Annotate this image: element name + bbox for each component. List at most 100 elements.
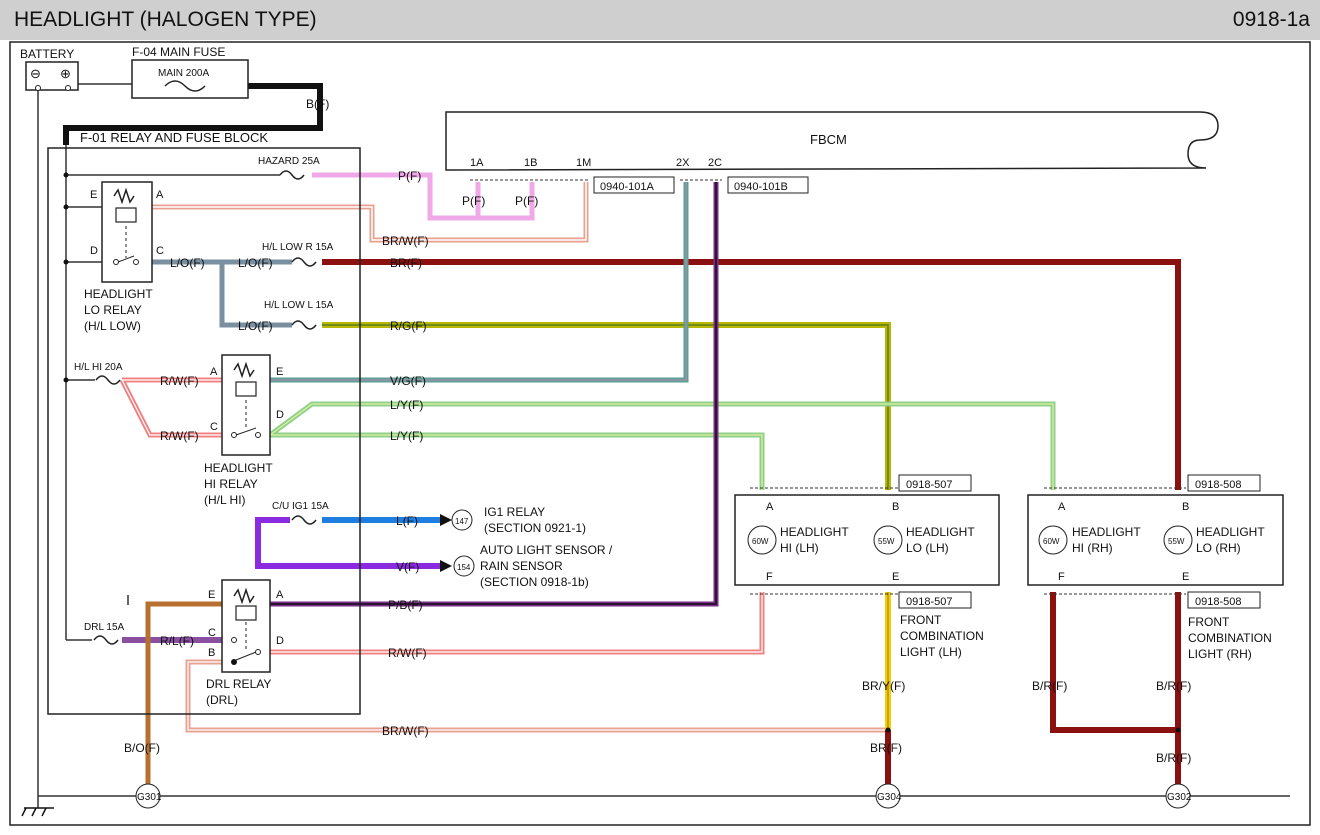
svg-text:HEADLIGHT: HEADLIGHT (1196, 525, 1265, 539)
svg-text:(DRL): (DRL) (206, 693, 238, 707)
svg-text:0918-508: 0918-508 (1195, 479, 1242, 491)
svg-text:L/O(F): L/O(F) (170, 256, 205, 270)
fbcm-module: FBCM 1A 1B 1M 2X 2C 0940-101A 0940-101B (445, 111, 1219, 194)
svg-text:R/W(F): R/W(F) (160, 374, 199, 388)
svg-text:P(F): P(F) (462, 194, 485, 208)
svg-text:147: 147 (455, 517, 469, 526)
svg-text:C: C (208, 627, 216, 639)
wire-br-w-f (152, 182, 589, 243)
svg-text:B: B (208, 647, 215, 659)
svg-text:L/O(F): L/O(F) (238, 319, 273, 333)
svg-text:55W: 55W (1168, 537, 1185, 546)
relay-drl: E A C B D DRL RELAY (DRL) (206, 579, 284, 707)
svg-text:E: E (1182, 571, 1189, 583)
svg-text:L/Y(F): L/Y(F) (390, 398, 423, 412)
svg-text:C: C (156, 245, 164, 257)
svg-text:55W: 55W (878, 537, 895, 546)
svg-text:(H/L LOW): (H/L LOW) (84, 319, 141, 333)
svg-text:BR/W(F): BR/W(F) (382, 234, 429, 248)
headlight-lh: 0918-507 0918-507 A B F E 60W 55W HEADLI… (734, 474, 1000, 659)
relay-fuse-block: F-01 RELAY AND FUSE BLOCK (47, 130, 361, 715)
wire-l-o-f (152, 259, 292, 328)
wire-b-r-f (1050, 592, 1181, 790)
wire-main-feed (63, 83, 323, 145)
svg-text:P/B(F): P/B(F) (388, 598, 423, 612)
svg-text:(H/L HI): (H/L HI) (204, 493, 246, 507)
relay-block-title: F-01 RELAY AND FUSE BLOCK (80, 130, 268, 145)
svg-text:HEADLIGHT: HEADLIGHT (906, 525, 975, 539)
svg-text:H/L HI 20A: H/L HI 20A (74, 362, 123, 373)
svg-text:154: 154 (457, 563, 471, 572)
svg-text:LO RELAY: LO RELAY (84, 303, 142, 317)
wire-r-g-f (322, 322, 891, 490)
svg-text:H/L LOW R 15A: H/L LOW R 15A (262, 242, 334, 253)
svg-text:H/L LOW L 15A: H/L LOW L 15A (264, 300, 334, 311)
svg-text:A: A (156, 189, 164, 201)
wire-r-w-f (119, 377, 222, 438)
wire-v-g-f (270, 182, 689, 383)
svg-text:B: B (1182, 501, 1189, 513)
wire-p-b-f (270, 182, 719, 607)
svg-text:R/W(F): R/W(F) (388, 646, 427, 660)
svg-text:LO (RH): LO (RH) (1196, 541, 1241, 555)
fuse-cu-ig1: C/U IG1 15A (272, 501, 329, 525)
svg-text:2C: 2C (708, 157, 722, 169)
svg-text:F: F (766, 571, 773, 583)
battery: BATTERY ⊖ ⊕ (20, 47, 79, 91)
svg-text:RAIN SENSOR: RAIN SENSOR (480, 559, 563, 573)
main-fuse-title: F-04 MAIN FUSE (132, 45, 225, 59)
svg-text:E: E (276, 366, 283, 378)
svg-text:HEADLIGHT: HEADLIGHT (84, 287, 153, 301)
svg-text:A: A (276, 589, 284, 601)
svg-text:B/R(F): B/R(F) (1156, 751, 1191, 765)
svg-text:HI (LH): HI (LH) (780, 541, 819, 555)
svg-text:B/O(F): B/O(F) (124, 741, 160, 755)
main-fuse-rating: MAIN 200A (158, 68, 209, 79)
svg-text:0918-507: 0918-507 (906, 479, 953, 491)
wire-b-o-f (145, 601, 222, 790)
svg-text:A: A (1058, 501, 1066, 513)
svg-text:0940-101A: 0940-101A (600, 181, 654, 193)
svg-text:L/O(F): L/O(F) (238, 256, 273, 270)
fuse-hazard: HAZARD 25A (258, 156, 320, 180)
svg-text:DRL 15A: DRL 15A (84, 622, 125, 633)
main-fuse: F-04 MAIN FUSE MAIN 200A B(F) (131, 45, 329, 111)
svg-text:G304: G304 (877, 792, 902, 803)
svg-text:A: A (210, 366, 218, 378)
svg-text:HAZARD 25A: HAZARD 25A (258, 156, 320, 167)
header-bar: HEADLIGHT (HALOGEN TYPE) 0918-1a (0, 0, 1320, 40)
svg-text:0918-507: 0918-507 (906, 596, 953, 608)
svg-text:(SECTION 0918-1b): (SECTION 0918-1b) (480, 575, 589, 589)
headlight-rh: 0918-508 0918-508 A B F E 60W 55W HEADLI… (1027, 474, 1284, 661)
svg-text:L/Y(F): L/Y(F) (390, 429, 423, 443)
chassis-ground-icon (21, 807, 54, 817)
ground-g301: G301 (135, 783, 162, 809)
fuse-hl-low-r: H/L LOW R 15A (262, 242, 334, 267)
svg-text:DRL RELAY: DRL RELAY (206, 677, 271, 691)
svg-text:BR/Y(F): BR/Y(F) (862, 679, 905, 693)
svg-text:BR(F): BR(F) (870, 741, 902, 755)
svg-text:AUTO LIGHT SENSOR /: AUTO LIGHT SENSOR / (480, 543, 613, 557)
ref-ig1-relay: 147 IG1 RELAY (SECTION 0921-1) (440, 505, 586, 535)
svg-text:60W: 60W (752, 537, 769, 546)
svg-text:D: D (276, 409, 284, 421)
svg-text:E: E (892, 571, 899, 583)
fuse-drl: DRL 15A (84, 622, 125, 645)
wire-v-f (255, 517, 440, 569)
wire-block-bus (65, 145, 280, 641)
wire-br-w-f-drl (185, 659, 888, 733)
svg-text:G301: G301 (137, 792, 162, 803)
svg-text:0918-508: 0918-508 (1195, 596, 1242, 608)
ref-auto-light-sensor: 154 AUTO LIGHT SENSOR / RAIN SENSOR (SEC… (440, 543, 613, 589)
svg-text:B: B (892, 501, 899, 513)
svg-text:COMBINATION: COMBINATION (1188, 631, 1272, 645)
ground-g304: G304 (875, 783, 902, 809)
svg-text:HEADLIGHT: HEADLIGHT (780, 525, 849, 539)
svg-text:1M: 1M (576, 157, 591, 169)
svg-text:HEADLIGHT: HEADLIGHT (1072, 525, 1141, 539)
svg-text:(SECTION 0921-1): (SECTION 0921-1) (484, 521, 586, 535)
page-title: HEADLIGHT (HALOGEN TYPE) (14, 8, 317, 31)
svg-text:60W: 60W (1043, 537, 1060, 546)
svg-text:⊕: ⊕ (60, 66, 71, 81)
